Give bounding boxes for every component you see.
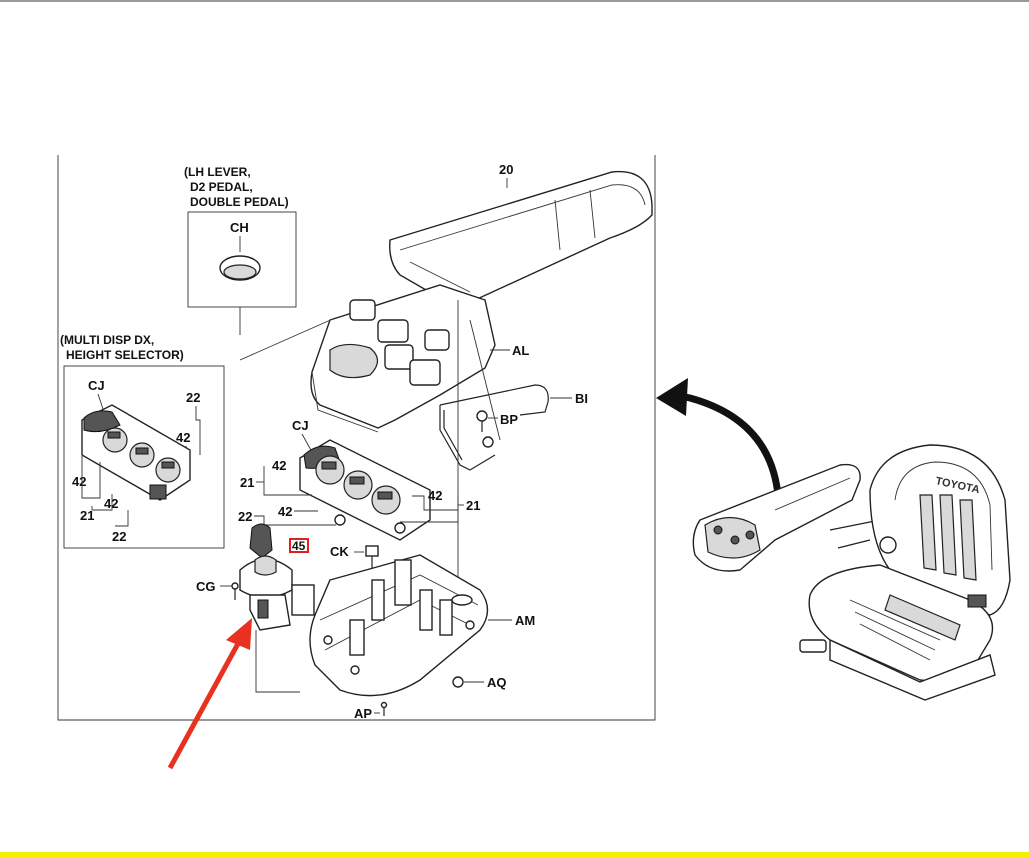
callout-CJ-inset: CJ [88, 378, 105, 393]
note-multi-disp-line1: (MULTI DISP DX, [60, 333, 154, 347]
top-rule [0, 0, 1029, 2]
callout-42-inset-c: 42 [104, 496, 118, 511]
callout-CH: CH [230, 220, 249, 235]
callout-21-b: 21 [466, 498, 480, 513]
note-lh-lever-line2: D2 PEDAL, [190, 180, 253, 194]
bracket-bi [439, 384, 549, 471]
callout-21-inset: 21 [80, 508, 94, 523]
inset-switch-block [81, 404, 191, 501]
callout-22-a: 22 [238, 509, 252, 524]
callout-BI: BI [575, 391, 588, 406]
callout-21-a: 21 [240, 475, 254, 490]
cushion-pattern [849, 594, 961, 661]
highlight-box [289, 538, 309, 553]
diagram-frame [57, 155, 656, 721]
callout-20: 20 [499, 162, 513, 177]
screw-aq [452, 676, 464, 688]
lower-housing [309, 554, 489, 697]
callout-CJ: CJ [292, 418, 309, 433]
note-multi-disp-line2: HEIGHT SELECTOR) [66, 348, 184, 362]
pin-ap [380, 701, 388, 716]
callout-AQ: AQ [487, 675, 507, 690]
joystick-part [239, 523, 315, 631]
curved-arrow-head [656, 378, 688, 416]
bolt-bp [476, 410, 488, 432]
inset-cj-frame [63, 365, 225, 549]
red-pointer-arrow [167, 618, 252, 770]
seat-illustration: TOYOTA [692, 444, 1011, 701]
inset-ch-frame [187, 211, 297, 308]
main-switch-block [299, 439, 431, 541]
ch-cap-part [219, 255, 261, 281]
callout-42-inset-a: 42 [176, 430, 190, 445]
callout-42-c: 42 [428, 488, 442, 503]
note-lh-lever-line1: (LH LEVER, [184, 165, 251, 179]
upper-housing [310, 284, 496, 433]
bottom-bar [0, 852, 1029, 858]
screw-cg [231, 582, 239, 600]
callout-AM: AM [515, 613, 535, 628]
callout-AP: AP [354, 706, 372, 721]
callout-AL: AL [512, 343, 529, 358]
callout-BP: BP [500, 412, 518, 427]
callout-22-inset-bot: 22 [112, 529, 126, 544]
note-lh-lever-line3: DOUBLE PEDAL) [190, 195, 289, 209]
backrest-pattern [919, 494, 977, 581]
callout-CK: CK [330, 544, 349, 559]
callout-42-a: 42 [272, 458, 286, 473]
note-lh-lever: (LH LEVER, D2 PEDAL, DOUBLE PEDAL) [184, 165, 289, 209]
armrest-cover [389, 170, 653, 304]
callout-22-inset-top: 22 [186, 390, 200, 405]
note-multi-disp: (MULTI DISP DX, HEIGHT SELECTOR) [60, 333, 184, 362]
callout-42-inset-b: 42 [72, 474, 86, 489]
callout-highlighted: 45 [292, 539, 306, 553]
curved-pointer-arrow [679, 392, 782, 496]
callout-CG: CG [196, 579, 216, 594]
callout-42-b: 42 [278, 504, 292, 519]
